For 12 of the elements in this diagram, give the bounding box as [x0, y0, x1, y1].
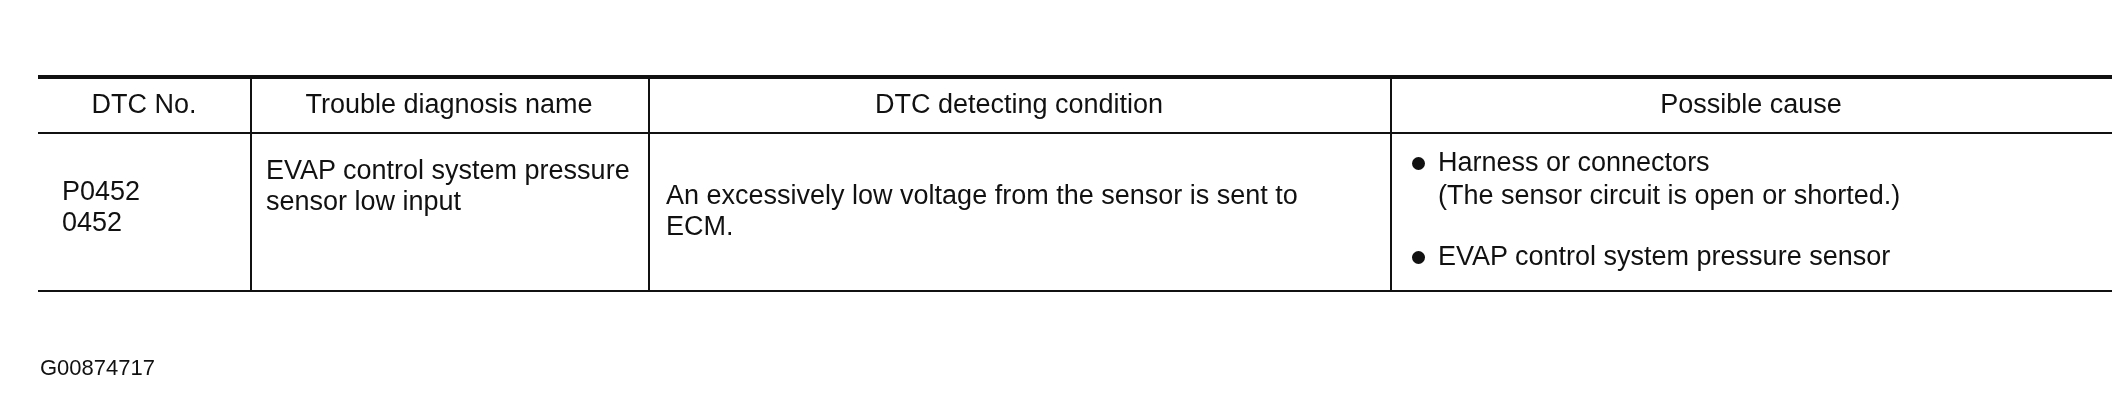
list-item-text: (The sensor circuit is open or shorted.) [1438, 180, 1902, 211]
table-cell-text: 0452 [62, 207, 124, 238]
column-header: Trouble diagnosis name [304, 89, 594, 120]
column-header: DTC detecting condition [873, 89, 1165, 120]
column-header: Possible cause [1659, 89, 1843, 120]
table-cell-text: P0452 [62, 176, 142, 207]
table-cell-text: EVAP control system pressure sensor low input [266, 155, 631, 217]
table-cell-text: An excessively low voltage from the sensor is sent to ECM. [666, 180, 1299, 242]
list-item-text: Harness or connectors [1438, 147, 1711, 178]
column-header: DTC No. [90, 89, 198, 120]
figure-id: G00874717 [40, 354, 156, 382]
list-item-text: EVAP control system pressure sensor [1438, 241, 1892, 272]
